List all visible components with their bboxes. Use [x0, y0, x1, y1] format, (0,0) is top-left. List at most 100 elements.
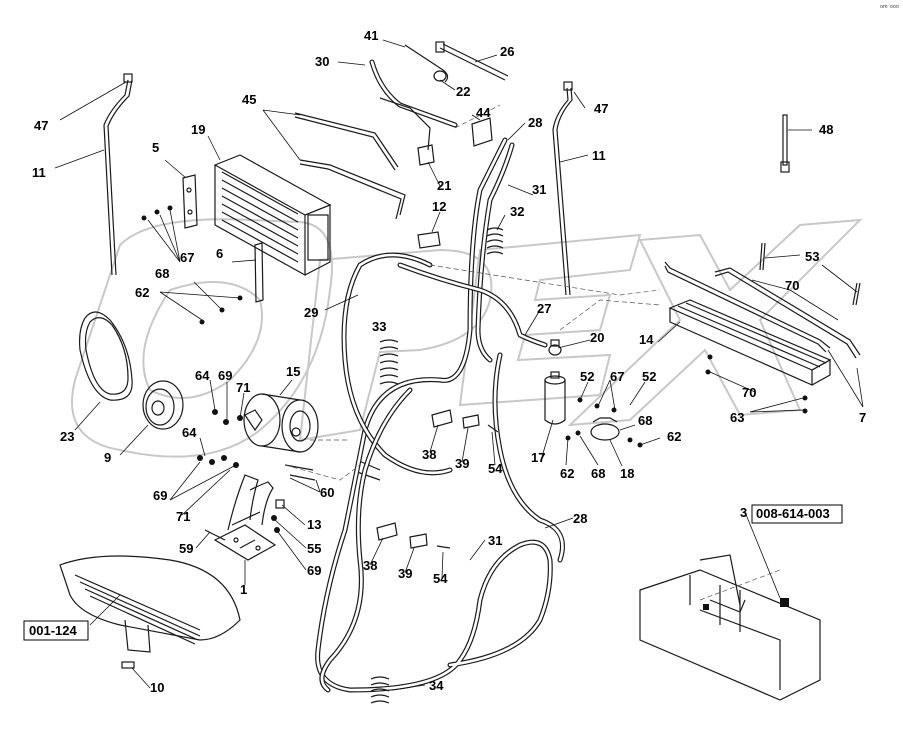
label-52-right: 52	[642, 369, 656, 384]
label-59: 59	[179, 541, 193, 556]
label-69-bottom: 69	[307, 563, 321, 578]
switch-icon	[548, 339, 562, 356]
bracket-icon	[182, 174, 198, 229]
bolts-53-icon	[759, 242, 861, 306]
label-53: 53	[805, 249, 819, 264]
label-38-bottom: 38	[363, 558, 377, 573]
label-29: 29	[304, 305, 318, 320]
label-67-right: 67	[610, 369, 624, 384]
label-54-bottom: 54	[433, 571, 448, 586]
bracket-7-icon	[664, 261, 861, 359]
pipe-icon	[435, 41, 509, 81]
label-21: 21	[437, 178, 451, 193]
ref-box-cab: 001-124	[23, 620, 89, 641]
label-38-top: 38	[422, 447, 436, 462]
label-52-left: 52	[580, 369, 594, 384]
label-18: 18	[620, 466, 634, 481]
ref-box-frame: 3 008-614-003	[740, 504, 843, 524]
label-62-bottom: 62	[560, 466, 574, 481]
compressor-bracket-icon	[213, 474, 277, 561]
cable-tie-icon	[780, 114, 790, 173]
bracket-strip-icon	[254, 242, 264, 303]
pipe-small-icon	[404, 44, 449, 83]
fasteners-icon	[141, 205, 808, 533]
label-68-right-top: 68	[638, 413, 652, 428]
bracket-44-icon	[471, 117, 493, 147]
label-60: 60	[320, 485, 334, 500]
rod-right-icon	[552, 81, 573, 296]
clips-upper-icon	[431, 409, 499, 433]
condenser-icon	[668, 299, 832, 386]
label-15: 15	[286, 364, 300, 379]
corner-mark: ᵒᵐ ᵒᵒᵒ	[880, 3, 899, 12]
hose-lines	[315, 59, 565, 693]
label-47-right: 47	[594, 101, 608, 116]
label-62-left: 62	[135, 285, 149, 300]
label-12: 12	[432, 199, 446, 214]
label-20: 20	[590, 330, 604, 345]
label-5: 5	[152, 140, 159, 155]
label-71-top: 71	[236, 380, 250, 395]
label-54-top: 54	[488, 461, 503, 476]
label-11-left: 11	[32, 165, 46, 180]
label-68-bottom: 68	[591, 466, 605, 481]
spring-guard-icon	[370, 227, 504, 704]
label-11-right: 11	[592, 148, 606, 163]
label-41: 41	[364, 28, 378, 43]
label-7: 7	[859, 410, 866, 425]
label-70-bottom: 70	[742, 385, 756, 400]
label-23: 23	[60, 429, 74, 444]
label-19: 19	[191, 122, 205, 137]
bolts-icon	[204, 459, 381, 541]
rod-45-icon	[294, 112, 406, 220]
label-6: 6	[216, 246, 223, 261]
label-47-left: 47	[34, 118, 48, 133]
label-71-bottom: 71	[176, 509, 190, 524]
label-70-top: 70	[785, 278, 799, 293]
label-9: 9	[104, 450, 111, 465]
label-13: 13	[307, 517, 321, 532]
label-64-top: 64	[195, 368, 210, 383]
clips-lower-icon	[376, 522, 451, 549]
label-32: 32	[510, 204, 524, 219]
ref-box-cab-label: 001-124	[29, 623, 77, 638]
label-31-top: 31	[532, 182, 546, 197]
drier-icon	[544, 371, 566, 425]
ref-box-frame-label: 008-614-003	[756, 506, 830, 521]
label-67-left: 67	[180, 250, 194, 265]
evaporator-icon	[213, 154, 332, 277]
belt-icon	[78, 311, 133, 401]
machine-frame-icon	[639, 554, 821, 701]
label-55: 55	[307, 541, 321, 556]
ref-box-frame-prefix: 3	[740, 505, 747, 520]
label-28-top: 28	[528, 115, 542, 130]
label-39-top: 39	[455, 456, 469, 471]
label-31-bottom: 31	[488, 533, 502, 548]
label-33: 33	[372, 319, 386, 334]
label-14: 14	[639, 332, 654, 347]
label-63: 63	[730, 410, 744, 425]
leader-lines	[54, 39, 864, 691]
label-1: 1	[240, 582, 247, 597]
label-69-mid: 69	[153, 488, 167, 503]
compressor-icon	[243, 393, 319, 453]
label-39-bottom: 39	[398, 566, 412, 581]
cab-roof-icon	[59, 555, 241, 669]
label-45: 45	[242, 92, 256, 107]
label-28-bottom: 28	[573, 511, 587, 526]
label-30: 30	[315, 54, 329, 69]
clip-12-icon	[417, 231, 441, 249]
dashed-centerlines	[284, 104, 781, 601]
pulley-icon	[142, 380, 184, 430]
label-10: 10	[150, 680, 164, 695]
label-69-top: 69	[218, 368, 232, 383]
label-62-right: 62	[667, 429, 681, 444]
label-68-left: 68	[155, 266, 169, 281]
rod-left-icon	[103, 73, 133, 276]
wire-21-icon	[379, 97, 435, 166]
label-27: 27	[537, 301, 551, 316]
label-64-bottom: 64	[182, 425, 197, 440]
clamp-icon	[590, 417, 620, 441]
label-17: 17	[531, 450, 545, 465]
